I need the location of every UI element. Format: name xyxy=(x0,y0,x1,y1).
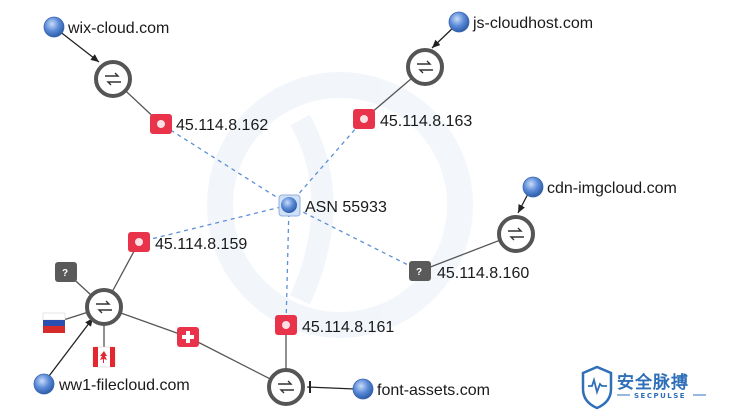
ip-label: 45.114.8.162 xyxy=(176,117,268,134)
edge-asn-160 xyxy=(288,204,421,272)
unknown-flag-icon xyxy=(409,261,431,281)
domain-label: ww1-filecloud.com xyxy=(58,377,190,394)
resolve-cycle-icon xyxy=(96,300,112,314)
resolve-cycle-icon xyxy=(105,72,121,86)
resolve-cycle-icon xyxy=(417,60,433,74)
edge-asn-159 xyxy=(138,204,290,243)
asn-node[interactable]: ASN 55933 xyxy=(278,194,387,217)
resolver-node-wix[interactable] xyxy=(94,60,132,98)
domain-node-ww1[interactable]: ww1-filecloud.com xyxy=(33,373,190,395)
unknown-flag-icon xyxy=(55,262,77,282)
globe-icon xyxy=(522,176,544,198)
ip-node-163[interactable]: 45.114.8.163 xyxy=(353,109,472,130)
domain-node-js[interactable]: js-cloudhost.com xyxy=(448,11,593,33)
ip-label: 45.114.8.161 xyxy=(302,319,394,336)
ip-label: 45.114.8.160 xyxy=(437,265,529,282)
background-watermark xyxy=(207,72,473,338)
watermark-cn-text: 安全脉搏 xyxy=(617,372,689,393)
ip-label: 45.114.8.163 xyxy=(380,113,472,130)
secpulse-watermark: 安全脉搏 SECPULSE xyxy=(581,365,706,410)
domain-label: js-cloudhost.com xyxy=(472,15,593,32)
unknown-country-node[interactable]: ? xyxy=(55,262,77,282)
resolver-node-ww1[interactable] xyxy=(85,288,123,326)
globe-icon xyxy=(352,378,374,400)
russia-country-node[interactable] xyxy=(42,312,66,333)
ip-node-161[interactable]: 45.114.8.161 xyxy=(275,315,394,336)
switzerland-country-node[interactable] xyxy=(177,327,199,347)
domain-label: font-assets.com xyxy=(377,382,490,399)
asn-edges xyxy=(138,118,421,326)
shield-logo-icon xyxy=(581,365,613,410)
canada-country-node[interactable] xyxy=(92,346,116,368)
globe-icon xyxy=(43,16,65,38)
ip-node-162[interactable]: 45.114.8.162 xyxy=(150,114,268,134)
ip-node-160[interactable]: ? 45.114.8.160 xyxy=(409,261,529,282)
edge-asn-163 xyxy=(288,118,365,206)
resolver-node-js[interactable] xyxy=(406,48,444,86)
globe-icon xyxy=(448,11,470,33)
resolve-cycle-icon xyxy=(508,227,524,241)
domain-node-cdn[interactable]: cdn-imgcloud.com xyxy=(522,176,677,198)
svg-text:?: ? xyxy=(62,268,68,279)
globe-icon xyxy=(33,373,55,395)
svg-text:?: ? xyxy=(416,267,422,278)
edge-asn-162 xyxy=(160,123,290,206)
domain-node-font[interactable]: font-assets.com xyxy=(352,378,490,400)
switzerland-flag-icon xyxy=(177,327,199,347)
resolve-cycle-icon xyxy=(278,380,294,394)
watermark-en-text: SECPULSE xyxy=(634,392,686,400)
resolver-node-font[interactable] xyxy=(267,368,305,406)
ip-label: 45.114.8.159 xyxy=(155,236,247,253)
domain-label: wix-cloud.com xyxy=(67,20,169,37)
domain-label: cdn-imgcloud.com xyxy=(547,180,677,197)
ip-node-159[interactable]: 45.114.8.159 xyxy=(128,232,247,253)
edge-ww1-resolver xyxy=(45,317,94,381)
asn-label: ASN 55933 xyxy=(305,199,387,216)
domain-node-wix[interactable]: wix-cloud.com xyxy=(43,16,169,38)
russia-flag-icon xyxy=(42,312,66,333)
edge-font-resolver xyxy=(306,386,356,390)
resolver-node-cdn[interactable] xyxy=(497,215,535,253)
asn-globe-icon xyxy=(281,197,297,213)
canada-flag-icon xyxy=(92,346,116,368)
